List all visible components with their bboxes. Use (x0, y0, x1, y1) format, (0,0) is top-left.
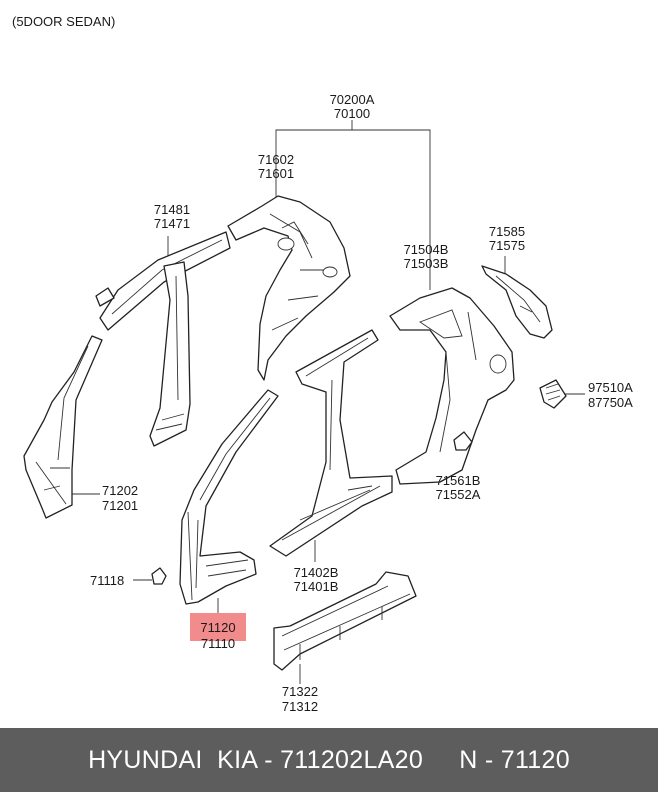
part-label-71575: 71575 (489, 238, 525, 253)
front-pillar-inner-part (179, 389, 279, 605)
leader-lines (72, 120, 585, 684)
part-label-70100: 70100 (334, 106, 370, 121)
part-label-71402b: 71402B (294, 565, 339, 580)
quarter-inner-part (227, 195, 351, 381)
part-labels: 70200A 70100 71602 71601 71481 71471 715… (90, 92, 633, 714)
vent-grille-part (539, 379, 567, 409)
part-label-71503b: 71503B (404, 256, 449, 271)
part-label-71585: 71585 (489, 224, 525, 239)
part-label-71561b: 71561B (436, 473, 481, 488)
center-pillar-part (269, 329, 393, 557)
side-sill-part (273, 571, 417, 671)
part-label-71120: 71120 (200, 620, 235, 635)
parts-diagram: (5DOOR SEDAN) (12, 14, 633, 714)
part-label-70200a: 70200A (330, 92, 375, 107)
part-label-71110: 71110 (201, 636, 235, 651)
roof-rail-part (95, 231, 231, 447)
highlight-box (190, 613, 246, 641)
part-label-97510a: 97510A (588, 380, 633, 395)
part-number-footer: HYUNDAI KIA - 711202LA20 N - 71120 (0, 728, 658, 792)
part-label-71601: 71601 (258, 166, 294, 181)
small-bracket-part (151, 567, 167, 585)
part-label-71602: 71602 (258, 152, 294, 167)
part-label-71118: 71118 (90, 573, 124, 588)
front-pillar-part (23, 335, 103, 519)
part-label-87750a: 87750A (588, 395, 633, 410)
part-label-71201: 71201 (102, 498, 138, 513)
model-note: (5DOOR SEDAN) (12, 14, 115, 29)
part-label-71481: 71481 (154, 202, 190, 217)
small-clip-part (453, 431, 473, 451)
part-label-71504b: 71504B (404, 242, 449, 257)
part-label-71471: 71471 (154, 216, 190, 231)
part-label-71322: 71322 (282, 684, 318, 699)
quarter-outer-part (389, 287, 515, 485)
rear-bracket-part (481, 265, 553, 339)
part-label-71202: 71202 (102, 483, 138, 498)
part-label-71401b: 71401B (294, 579, 339, 594)
part-label-71312: 71312 (282, 699, 318, 714)
part-label-71552a: 71552A (436, 487, 481, 502)
